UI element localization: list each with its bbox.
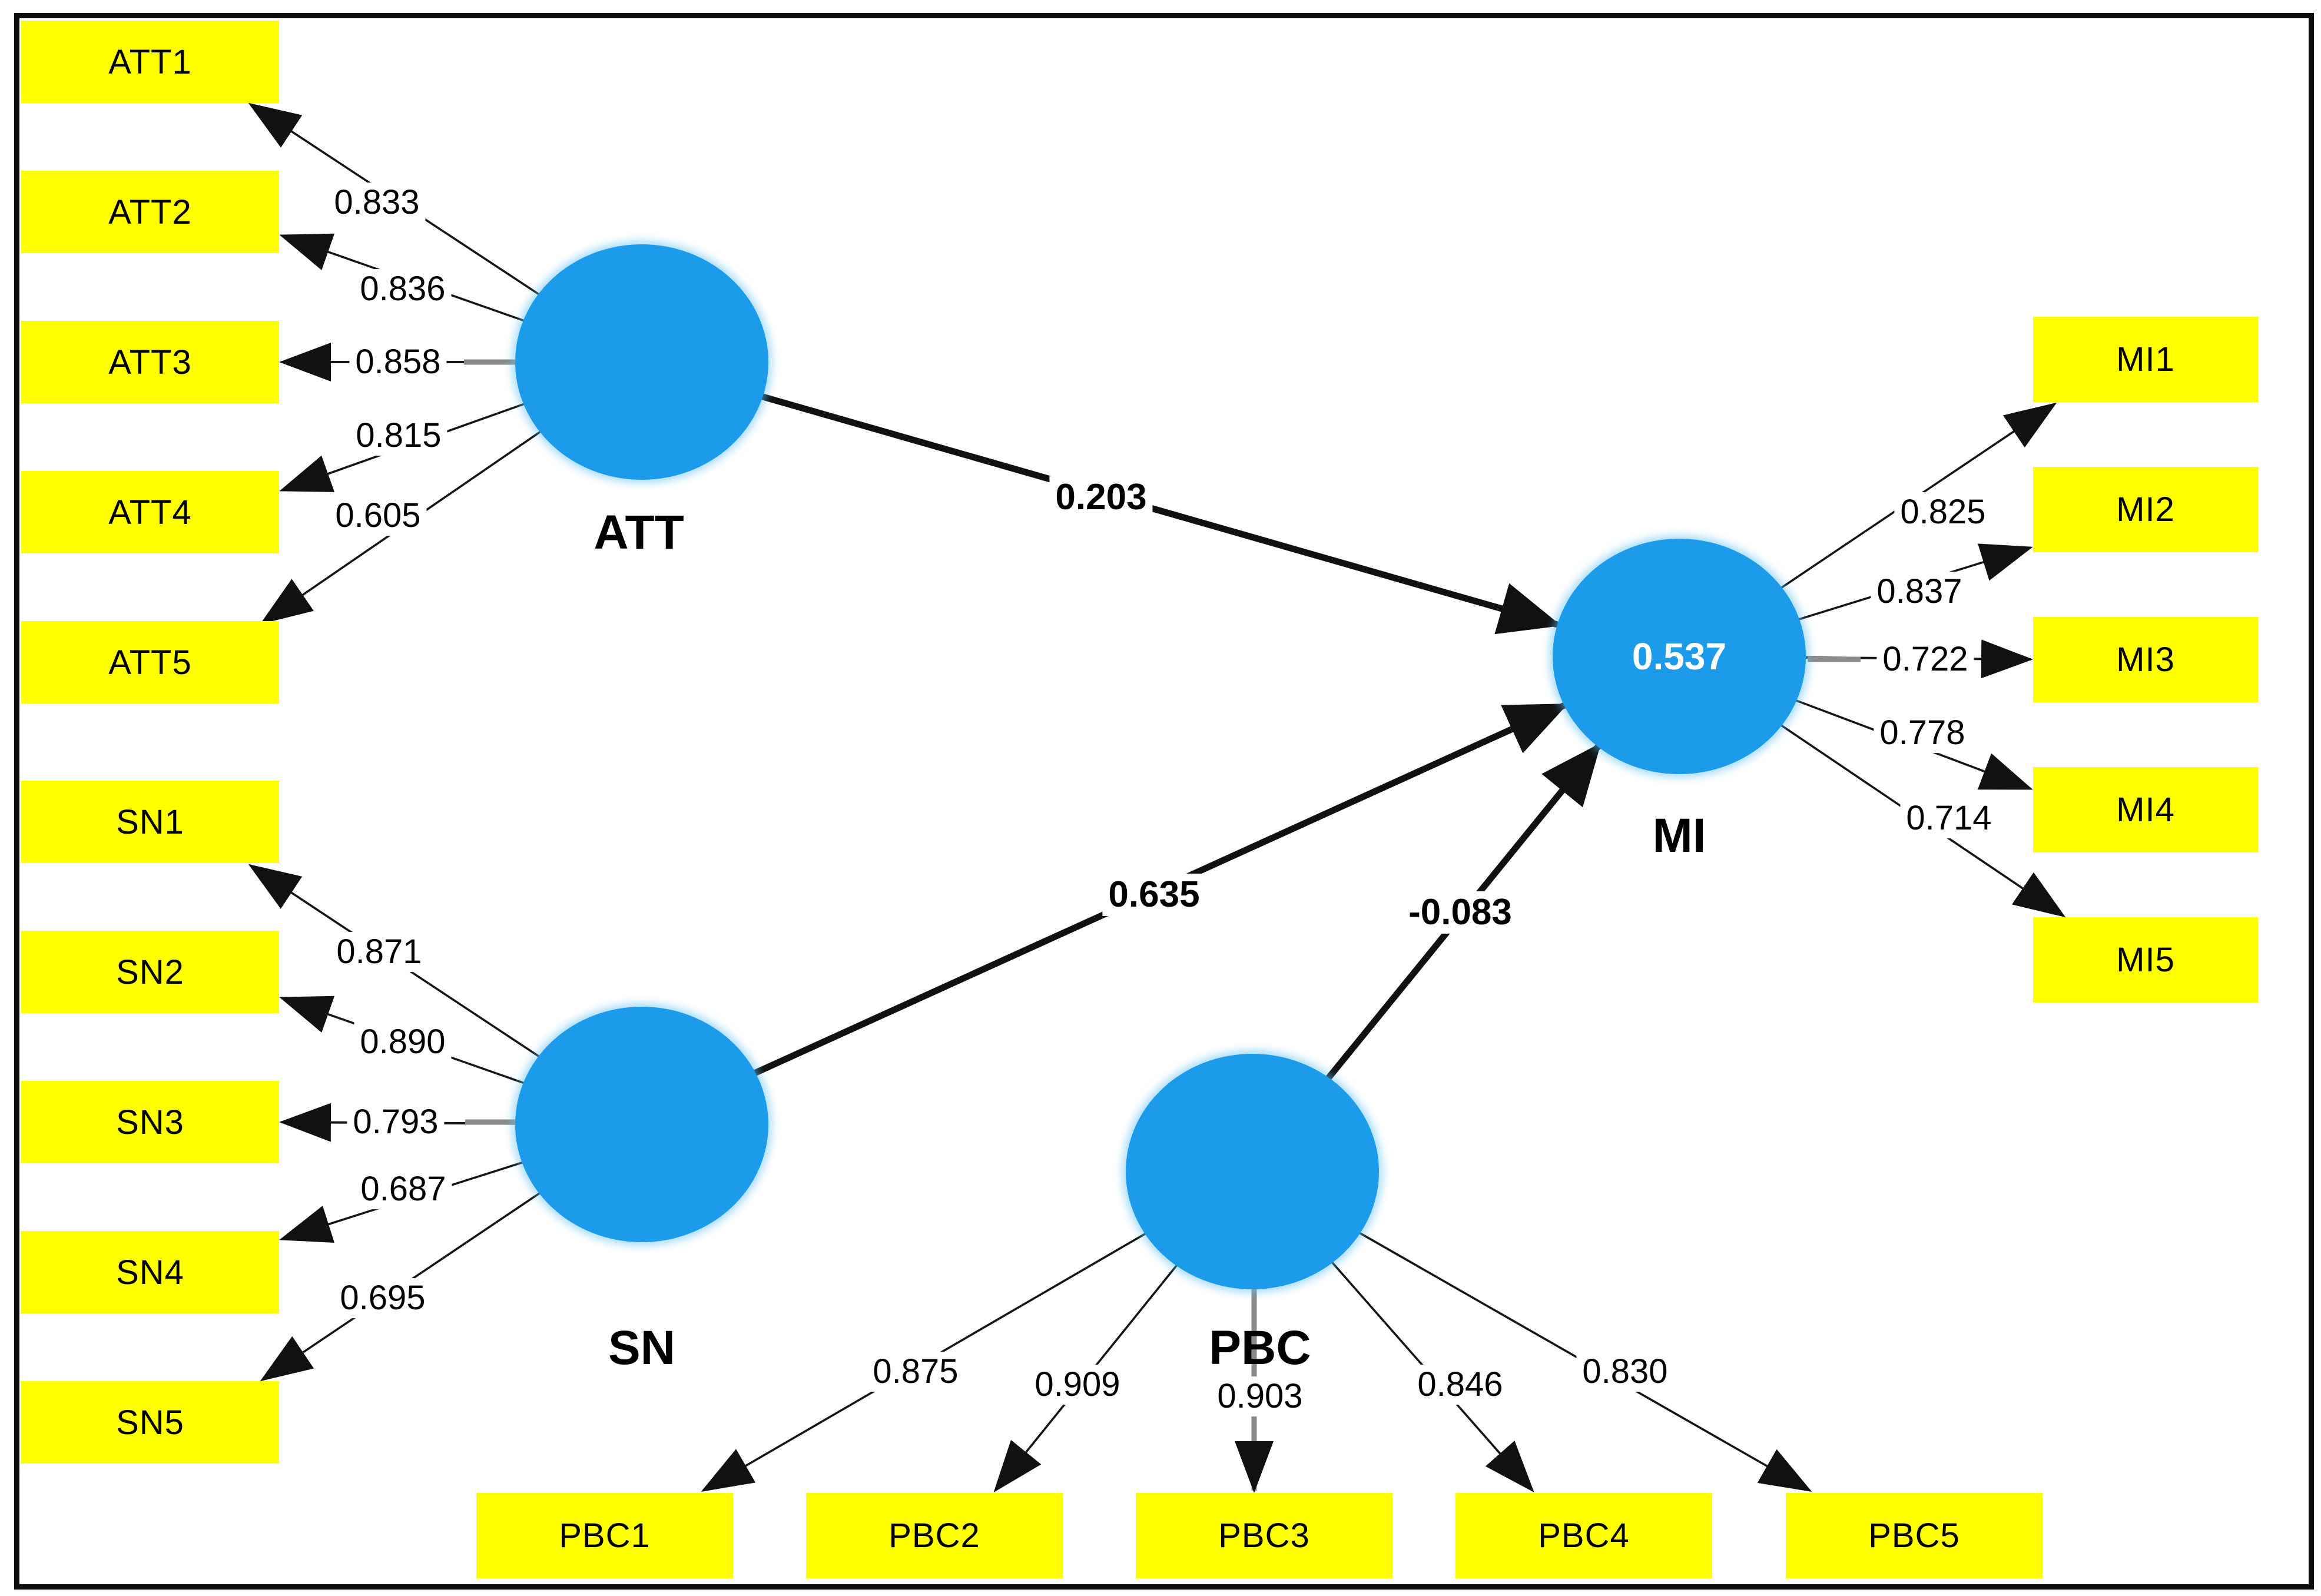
indicator-sn4: SN4 — [21, 1231, 279, 1313]
indicator-mi2: MI2 — [2033, 467, 2258, 552]
loading-mi3: 0.722 — [1876, 639, 1974, 679]
loading-pbc5: 0.830 — [1576, 1352, 1674, 1392]
loading-att3: 0.858 — [349, 342, 447, 382]
loading-sn5: 0.695 — [334, 1278, 432, 1318]
indicator-sn2: SN2 — [21, 931, 279, 1013]
loading-att4: 0.815 — [350, 416, 447, 456]
path-pbc-mi-value: -0.083 — [1402, 891, 1518, 934]
loading-mi1: 0.825 — [1894, 492, 1992, 532]
loading-sn2: 0.890 — [354, 1022, 452, 1062]
diagram-border — [14, 13, 2314, 1590]
indicator-mi1: MI1 — [2033, 317, 2258, 402]
loading-att5: 0.605 — [329, 496, 427, 536]
indicator-att3: ATT3 — [21, 321, 279, 403]
loading-sn3: 0.793 — [347, 1102, 445, 1142]
indicator-pbc2: PBC2 — [806, 1493, 1063, 1578]
loading-sn4: 0.687 — [354, 1169, 452, 1209]
loading-att2: 0.836 — [354, 269, 452, 309]
loading-sn1: 0.871 — [330, 932, 428, 972]
loading-pbc1: 0.875 — [867, 1352, 964, 1392]
node-mi — [1553, 539, 1806, 774]
indicator-att4: ATT4 — [21, 471, 279, 553]
indicator-sn5: SN5 — [21, 1381, 279, 1464]
loading-pbc2: 0.909 — [1029, 1365, 1126, 1405]
indicator-mi5: MI5 — [2033, 917, 2258, 1003]
indicator-att5: ATT5 — [21, 621, 279, 704]
path-sn-mi-value: 0.635 — [1102, 873, 1206, 917]
node-pbc — [1126, 1054, 1379, 1289]
loading-att1: 0.833 — [328, 183, 426, 223]
indicator-pbc1: PBC1 — [476, 1493, 733, 1578]
indicator-att2: ATT2 — [21, 171, 279, 253]
mi-r-squared: 0.537 — [1632, 635, 1727, 678]
path-att-mi-value: 0.203 — [1049, 476, 1153, 519]
node-att — [515, 244, 768, 480]
loading-mi5: 0.714 — [1900, 798, 1998, 838]
loading-mi2: 0.837 — [1871, 572, 1968, 612]
indicator-mi3: MI3 — [2033, 617, 2258, 702]
node-sn-label: SN — [608, 1321, 675, 1375]
indicator-mi4: MI4 — [2033, 767, 2258, 852]
node-mi-label: MI — [1652, 809, 1706, 862]
indicator-pbc3: PBC3 — [1136, 1493, 1392, 1578]
node-att-label: ATT — [593, 506, 684, 559]
loading-pbc3: 0.903 — [1211, 1376, 1309, 1416]
indicator-att1: ATT1 — [21, 21, 279, 103]
indicator-sn3: SN3 — [21, 1081, 279, 1163]
node-pbc-label: PBC — [1209, 1321, 1311, 1375]
loading-pbc4: 0.846 — [1411, 1365, 1509, 1405]
loading-mi4: 0.778 — [1874, 713, 1971, 753]
node-sn — [515, 1007, 768, 1242]
indicator-pbc4: PBC4 — [1455, 1493, 1712, 1578]
indicator-sn1: SN1 — [21, 781, 279, 863]
indicator-pbc5: PBC5 — [1786, 1493, 2043, 1578]
